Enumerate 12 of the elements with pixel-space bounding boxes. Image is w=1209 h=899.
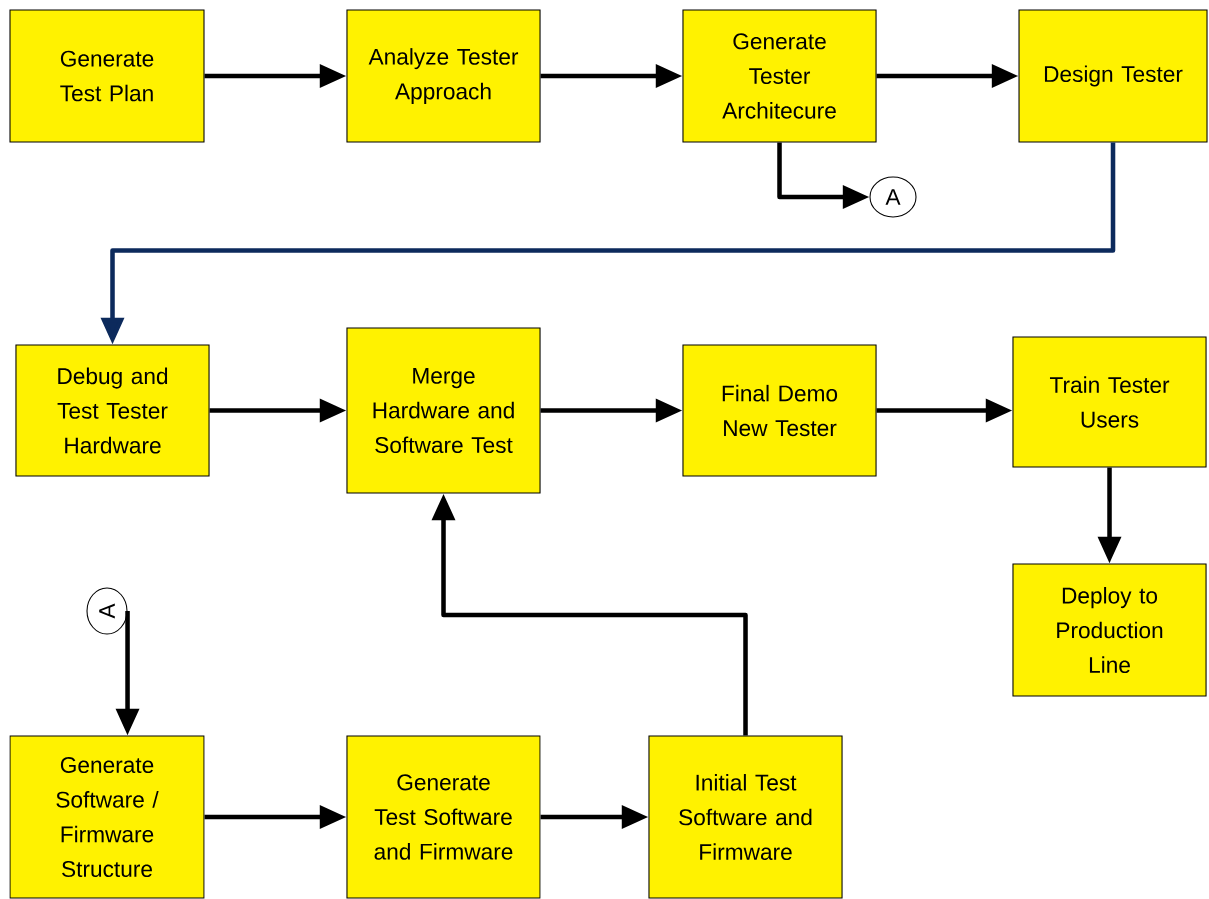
process-box: Deploy to Production Line <box>1012 563 1207 697</box>
process-box: Analyze Tester Approach <box>346 9 541 143</box>
process-box: Final Demo New Tester <box>682 344 877 477</box>
process-box: Generate Software / Firmware Structure <box>9 735 205 899</box>
process-box: Debug and Test Tester Hardware <box>15 344 210 477</box>
process-box: Design Tester <box>1018 9 1208 143</box>
process-box: Initial Test Software and Firmware <box>648 735 843 899</box>
process-box: Generate Test Plan <box>9 9 205 143</box>
process-box: Generate Test Software and Firmware <box>346 735 541 899</box>
process-box: Generate Tester Architecure <box>682 9 877 143</box>
process-box: Train Tester Users <box>1012 336 1207 468</box>
process-box: Merge Hardware and Software Test <box>346 327 541 494</box>
